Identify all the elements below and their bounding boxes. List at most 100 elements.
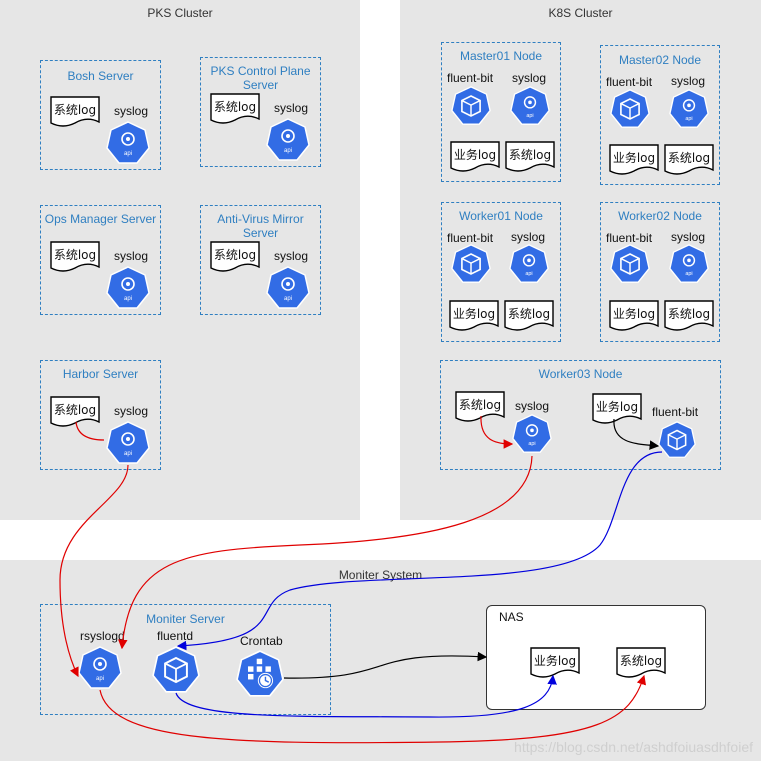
nas-biz-doc-text: 业务log [533, 654, 577, 668]
crontab-icon [236, 650, 284, 698]
worker01-syslog-doc: 系统log [504, 300, 554, 332]
kube-api-icon-text: api [685, 116, 692, 122]
kube-api-icon-text: api [124, 151, 132, 157]
ops-manager-server[interactable]: Ops Manager Server [40, 205, 161, 315]
worker01-biz-doc-text: 业务log [452, 307, 496, 321]
bosh-syslog-label: syslog [114, 104, 149, 118]
nas-syslog-doc: 系统log [616, 647, 666, 679]
fluentd-label: fluentd [157, 629, 194, 643]
kube-api-icon-text: api [528, 441, 535, 447]
pks-cluster-title: PKS Cluster [147, 6, 213, 20]
anti-virus-mirror-server[interactable]: Anti-Virus Mirror Server [200, 205, 321, 315]
bosh-syslog-doc: 系统log [50, 96, 100, 128]
av-syslog-label: syslog [274, 249, 309, 263]
kube-api-icon: api [266, 266, 310, 310]
kube-api-icon-text: api [124, 296, 132, 302]
bosh-server[interactable]: Bosh Server [40, 60, 161, 170]
kube-api-icon: api [669, 244, 709, 284]
worker01-syslog-doc-text: 系统log [507, 307, 551, 321]
master01-syslog-doc-text: 系统log [508, 148, 552, 162]
worker02-fluentbit-label: fluent-bit [606, 231, 653, 245]
nas-syslog-doc-text: 系统log [619, 654, 663, 668]
pks-cp-syslog-doc: 系统log [210, 93, 260, 125]
monitor-system-title: Moniter System [338, 568, 423, 582]
master01-syslog-label: syslog [512, 71, 547, 85]
harbor-title: Harbor Server [62, 367, 139, 381]
av-syslog-doc: 系统log [210, 241, 260, 273]
moniter-server-title: Moniter Server [146, 612, 225, 626]
worker01-syslog-label: syslog [511, 230, 546, 244]
worker03-title: Worker03 Node [538, 367, 623, 381]
worker02-syslog-doc: 系统log [664, 300, 714, 332]
kube-api-icon-text: api [526, 113, 533, 119]
master01-title: Master01 Node [459, 49, 543, 63]
nas-title: NAS [499, 610, 524, 624]
worker02-syslog-label: syslog [671, 230, 706, 244]
watermark: https://blog.csdn.net/ashdfoiuasdhfoief [514, 739, 753, 755]
cube-icon [658, 421, 696, 459]
master02-title: Master02 Node [618, 53, 702, 67]
kube-api-icon: api [106, 266, 150, 310]
nas-biz-doc: 业务log [530, 647, 580, 679]
worker02-biz-doc: 业务log [609, 300, 659, 332]
master02-syslog-doc: 系统log [664, 144, 714, 176]
worker02-title: Worker02 Node [618, 209, 702, 223]
cube-icon [451, 244, 491, 284]
harbor-syslog-doc-text: 系统log [53, 403, 97, 417]
bosh-server-title: Bosh Server [67, 69, 134, 83]
kube-api-icon: api [106, 121, 150, 165]
master02-syslog-doc-text: 系统log [667, 151, 711, 165]
worker03-syslog-doc: 系统log [455, 391, 505, 423]
master02-node[interactable]: Master02 Node [600, 45, 720, 185]
master02-biz-doc-text: 业务log [612, 151, 656, 165]
worker03-syslog-label: syslog [515, 399, 550, 413]
worker03-syslog-doc-text: 系统log [458, 398, 502, 412]
kube-api-icon-text: api [284, 148, 292, 154]
worker02-biz-doc-text: 业务log [612, 307, 656, 321]
cube-icon [451, 86, 491, 126]
k8s-cluster-title: K8S Cluster [548, 6, 613, 20]
master01-biz-doc: 业务log [450, 141, 500, 173]
kube-api-icon: api [510, 86, 550, 126]
master01-biz-doc-text: 业务log [453, 148, 497, 162]
pks-control-plane-server[interactable]: PKS Control Plane Server [200, 57, 321, 167]
cube-icon [610, 244, 650, 284]
kube-api-icon: api [512, 414, 552, 454]
master02-syslog-label: syslog [671, 74, 706, 88]
anti-virus-title: Anti-Virus Mirror Server [217, 212, 304, 240]
worker02-node[interactable]: Worker02 Node [600, 202, 720, 342]
kube-api-icon-text: api [525, 271, 532, 277]
ops-syslog-doc: 系统log [50, 241, 100, 273]
worker01-biz-doc: 业务log [449, 300, 499, 332]
worker03-biz-doc: 业务log [592, 393, 642, 425]
kube-api-icon-text: api [124, 451, 132, 457]
kube-api-icon: api [78, 646, 122, 690]
kube-api-icon: api [669, 89, 709, 129]
harbor-syslog-label: syslog [114, 404, 149, 418]
crontab-label: Crontab [240, 634, 283, 648]
pks-control-plane-title: PKS Control Plane Server [210, 64, 311, 92]
rsyslogd-label: rsyslogd [80, 629, 125, 643]
worker01-title: Worker01 Node [459, 209, 543, 223]
worker01-node[interactable]: Worker01 Node [441, 202, 561, 342]
worker01-fluentbit-label: fluent-bit [447, 231, 494, 245]
master01-fluentbit-label: fluent-bit [447, 71, 494, 85]
ops-syslog-label: syslog [114, 249, 149, 263]
kube-api-icon: api [106, 421, 150, 465]
pks-cp-syslog-doc-text: 系统log [213, 100, 257, 114]
kube-api-icon-text: api [685, 271, 692, 277]
pks-cp-syslog-label: syslog [274, 101, 309, 115]
kube-api-icon-text: api [96, 676, 104, 682]
cube-icon [610, 89, 650, 129]
av-syslog-doc-text: 系统log [213, 248, 257, 262]
nas-box[interactable]: NAS [486, 605, 706, 710]
cube-icon [152, 646, 200, 694]
worker02-syslog-doc-text: 系统log [667, 307, 711, 321]
kube-api-icon: api [266, 118, 310, 162]
worker03-biz-doc-text: 业务log [595, 400, 639, 414]
master01-node[interactable]: Master01 Node [441, 42, 561, 182]
kube-api-icon: api [509, 244, 549, 284]
ops-syslog-doc-text: 系统log [53, 248, 97, 262]
master02-biz-doc: 业务log [609, 144, 659, 176]
ops-manager-title: Ops Manager Server [44, 212, 157, 226]
